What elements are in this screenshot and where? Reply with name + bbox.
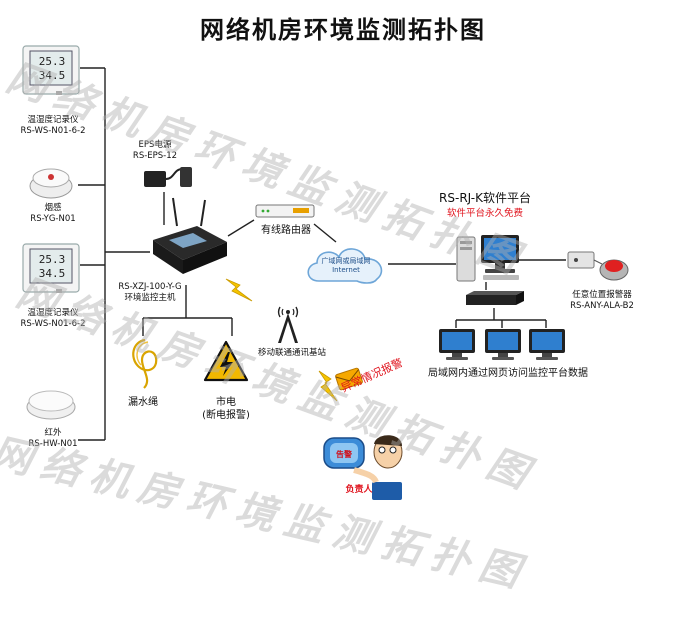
platform-server-pc-icon xyxy=(455,231,525,287)
humidity-recorder-device: 25.3 34.5 xyxy=(22,243,80,297)
page-title: 网络机房环境监测拓扑图 xyxy=(200,16,486,44)
sensor-model: RS-HW-N01 xyxy=(28,439,78,449)
infrared-sensor-device xyxy=(25,385,77,425)
lan-pc-icon xyxy=(438,328,476,364)
alarm-name: 任意位置报警器 xyxy=(572,290,632,300)
sensor-name: 烟感 xyxy=(44,203,62,213)
sensor-model: RS-WS-N01-6-2 xyxy=(20,319,86,329)
host-label: RS-XZJ-100-Y-G 环境监控主机 xyxy=(110,282,190,304)
sensor-label-infrared: 红外 RS-HW-N01 xyxy=(14,428,92,450)
monitoring-host-device xyxy=(147,196,231,282)
router-label: 有线路由器 xyxy=(261,225,311,236)
mains-name: 市电 xyxy=(216,397,236,408)
water-leak-rope-icon xyxy=(128,336,162,394)
sensor-name: 温湿度记录仪 xyxy=(27,115,79,125)
reading-top: 25.3 xyxy=(39,55,66,68)
cloud-line1: 广域网或局域网 xyxy=(321,257,371,265)
humidity-recorder-device: 25.3 34.5 xyxy=(22,45,80,99)
base-station-label: 移动联通通讯基站 xyxy=(257,348,326,358)
high-voltage-warning-icon xyxy=(203,340,249,388)
cloud-label: 广域网或局域网 Internet xyxy=(308,257,384,275)
sensor-label-smoke: 烟感 RS-YG-N01 xyxy=(14,203,92,225)
reading-bottom: 34.5 xyxy=(39,69,66,82)
router-device xyxy=(255,201,315,225)
host-name: 环境监控主机 xyxy=(124,293,176,303)
platform-title: RS-RJ-K软件平台 xyxy=(439,191,531,205)
alarm-model: RS-ANY-ALA-B2 xyxy=(570,301,634,311)
alarm-label: 任意位置报警器 RS-ANY-ALA-B2 xyxy=(560,290,644,312)
mains-label: 市电 (断电报警) xyxy=(190,396,262,422)
smoke-detector-device xyxy=(28,162,74,204)
sensor-label-humidity-2: 温湿度记录仪 RS-WS-N01-6-2 xyxy=(14,308,92,330)
base-station-tower-icon xyxy=(270,305,306,349)
alarm-device-icon xyxy=(566,244,630,288)
sensor-model: RS-WS-N01-6-2 xyxy=(20,126,86,136)
responsible-person-illustration: 告警 xyxy=(318,430,410,506)
lan-pc-icon xyxy=(528,328,566,364)
responsible-person-tag: 负责人 xyxy=(345,485,373,495)
lightning-icon xyxy=(222,275,256,309)
sensor-name: 温湿度记录仪 xyxy=(27,308,79,318)
phone-screen-text: 告警 xyxy=(336,449,352,459)
sensor-model: RS-YG-N01 xyxy=(30,214,76,224)
eps-name: EPS电源 xyxy=(138,140,172,150)
sensor-label-humidity-1: 温湿度记录仪 RS-WS-N01-6-2 xyxy=(14,115,92,137)
eps-model: RS-EPS-12 xyxy=(132,151,178,161)
reading-top: 25.3 xyxy=(39,253,66,266)
mains-sub: (断电报警) xyxy=(202,410,250,421)
reading-bottom: 34.5 xyxy=(39,267,66,280)
network-switch-device xyxy=(464,289,526,313)
platform-subtitle: 软件平台永久免费 xyxy=(446,208,523,219)
internet-cloud xyxy=(301,241,391,295)
water-rope-label: 漏水绳 xyxy=(128,397,158,408)
cloud-line2: Internet xyxy=(332,266,360,274)
sms-alert-icon xyxy=(315,365,365,419)
host-model: RS-XZJ-100-Y-G xyxy=(118,282,182,292)
eps-label: EPS电源 RS-EPS-12 xyxy=(120,140,190,162)
lan-pc-icon xyxy=(484,328,522,364)
eps-power-adapter-icon xyxy=(140,165,196,199)
lan-caption: 局域网内通过网页访问监控平台数据 xyxy=(428,368,588,379)
sensor-name: 红外 xyxy=(44,428,62,438)
